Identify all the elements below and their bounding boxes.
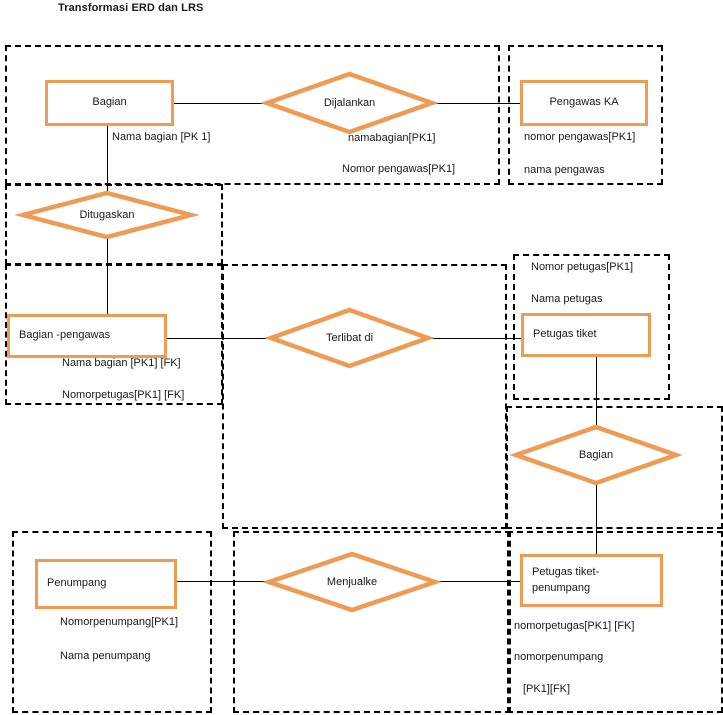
attribute-bagian-pengawas-0: Nama bagian [PK1] [FK]: [62, 357, 181, 369]
relationship-bagian[interactable]: Bagian: [509, 424, 683, 486]
region-penumpang: [12, 531, 212, 713]
region-petugas-tiket: [513, 254, 670, 400]
region-terlibat-di: [222, 264, 507, 529]
entity-bagian[interactable]: Bagian: [45, 80, 174, 126]
relationship-bagian-label: Bagian: [578, 449, 614, 461]
relationship-menjual-ke[interactable]: Menjualke: [261, 551, 443, 613]
attribute-petugas-tiket-0: Nomor petugas[PK1]: [531, 261, 634, 273]
attribute-petugas-tiket-penumpang-2: [PK1][FK]: [523, 683, 571, 695]
relationship-terlibat-di-label: Terlibat di: [325, 332, 374, 344]
connector-bagian-dijalankan: [173, 103, 265, 104]
attribute-dijalankan-1: Nomor pengawas[PK1]: [342, 163, 456, 175]
relationship-ditugaskan-label: Ditugaskan: [79, 209, 135, 221]
region-pengawas-ka: [508, 45, 663, 185]
connector-bagian-rel-petugas-penumpang: [596, 485, 597, 556]
region-petugas-tiket-penumpang: [507, 531, 723, 713]
attribute-bagian-pengawas-1: Nomorpetugas[PK1] [FK]: [62, 389, 185, 401]
connector-menjual-petugas-penumpang: [434, 581, 521, 582]
attribute-penumpang-0: Nomorpenumpang[PK1]: [60, 616, 179, 628]
entity-penumpang[interactable]: Penumpang: [35, 559, 177, 609]
entity-bagian-pengawas[interactable]: Bagian -pengawas: [7, 314, 167, 358]
region-menjual-ke: [233, 531, 511, 713]
entity-petugas-tiket[interactable]: Petugas tiket: [521, 313, 651, 357]
entity-pengawas-ka[interactable]: Pengawas KA: [520, 80, 648, 126]
region-bagian-dijalankan: [5, 45, 500, 185]
entity-petugas-tiket-penumpang-label-line1: Petugas tiket-: [532, 565, 600, 578]
attribute-petugas-tiket-penumpang-1: nomorpenumpang: [514, 651, 604, 663]
entity-bagian-pengawas-label: Bagian -pengawas: [19, 329, 111, 342]
attribute-bagian-0: Nama bagian [PK 1]: [112, 131, 211, 143]
attribute-pengawas-ka-1: nama pengawas: [524, 164, 605, 176]
attribute-penumpang-1: Nama penumpang: [60, 650, 151, 662]
entity-petugas-tiket-penumpang-label-line2: penumpang: [532, 581, 591, 594]
relationship-terlibat-di[interactable]: Terlibat di: [264, 307, 435, 369]
connector-petugas-tiket-bagian-rel: [596, 357, 597, 425]
entity-petugas-tiket-penumpang[interactable]: Petugas tiket- penumpang: [520, 554, 663, 607]
entity-bagian-label: Bagian: [92, 96, 127, 109]
connector-terlibat-petugas-tiket: [429, 338, 521, 339]
attribute-dijalankan-0: namabagian[PK1]: [348, 132, 436, 144]
attribute-pengawas-ka-0: nomor pengawas[PK1]: [524, 131, 636, 143]
entity-petugas-tiket-label: Petugas tiket: [533, 328, 597, 341]
connector-bagian-ditugaskan: [107, 126, 108, 197]
connector-penumpang-menjual: [177, 581, 270, 582]
attribute-petugas-tiket-1: Nama petugas: [531, 293, 603, 305]
relationship-menjual-ke-label: Menjualke: [326, 576, 378, 588]
relationship-ditugaskan[interactable]: Ditugaskan: [14, 190, 200, 240]
connector-dijalankan-pengawas-ka: [434, 103, 520, 104]
attribute-petugas-tiket-penumpang-0: nomorpetugas[PK1] [FK]: [514, 620, 635, 632]
connector-ditugaskan-bagian-pengawas: [107, 238, 108, 314]
entity-pengawas-ka-label: Pengawas KA: [549, 96, 619, 109]
relationship-dijalankan[interactable]: Dijalankan: [260, 71, 439, 135]
entity-penumpang-label: Penumpang: [47, 577, 107, 590]
page-title: Transformasi ERD dan LRS: [58, 2, 204, 14]
region-bagian-relationship: [506, 406, 723, 529]
connector-bagian-pengawas-terlibat: [166, 338, 270, 339]
relationship-dijalankan-label: Dijalankan: [323, 97, 376, 109]
